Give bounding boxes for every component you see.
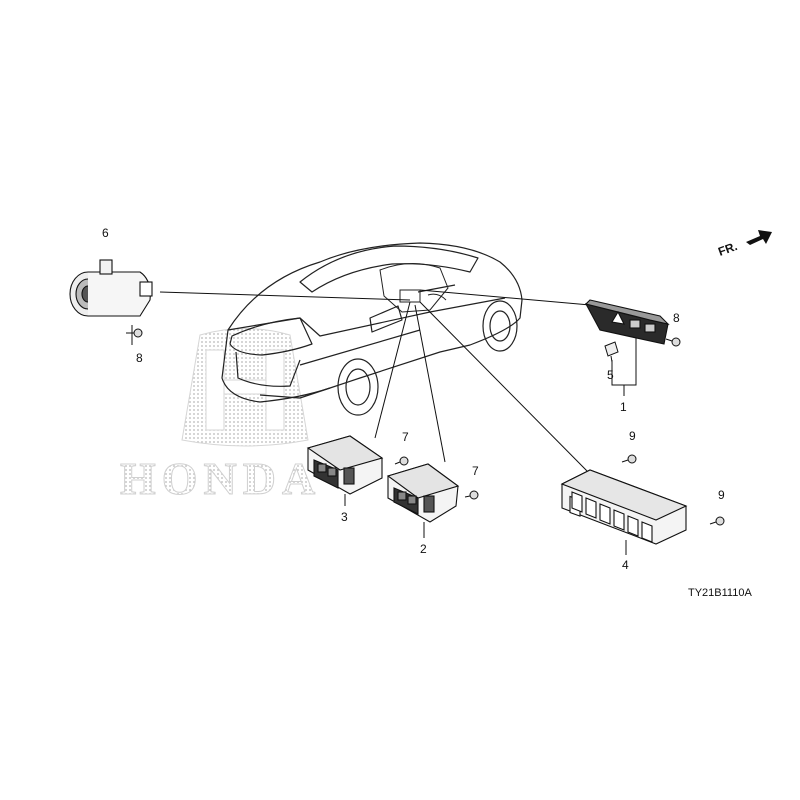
part-9-screw-a[interactable]	[621, 454, 637, 464]
callout-8-b: 8	[673, 311, 680, 325]
part-4-switch-bank[interactable]	[560, 469, 688, 545]
callout-3: 3	[341, 510, 348, 524]
callout-labels: 1 2 3 4 5 6 7 7 8 8 9 9	[102, 226, 725, 572]
part-2-seat-switch[interactable]	[386, 463, 460, 523]
part-8-screw-left[interactable]	[126, 328, 143, 338]
callout-5: 5	[607, 368, 614, 382]
part-7-screw-a[interactable]	[394, 456, 409, 466]
callout-6: 6	[102, 226, 109, 240]
part-3-seat-switch[interactable]	[306, 435, 384, 495]
part-1-switch-panel[interactable]	[584, 299, 670, 345]
part-6-sensor[interactable]	[69, 259, 153, 317]
callout-8-a: 8	[136, 351, 143, 365]
callout-9-b: 9	[718, 488, 725, 502]
callout-2: 2	[420, 542, 427, 556]
part-8-screw-right[interactable]	[665, 337, 681, 347]
honda-watermark: HONDA	[120, 328, 321, 505]
diagram-code: TY21B1110A	[688, 587, 752, 599]
front-direction-indicator: FR.	[716, 230, 772, 259]
callout-9-a: 9	[629, 429, 636, 443]
part-5-clip[interactable]	[604, 341, 619, 363]
part-7-screw-b[interactable]	[464, 490, 479, 500]
callout-7-b: 7	[472, 464, 479, 478]
part-9-screw-b[interactable]	[709, 516, 725, 526]
front-label: FR.	[716, 239, 739, 259]
honda-wordmark: HONDA	[120, 453, 321, 504]
callout-1: 1	[620, 400, 627, 414]
leader-lines	[131, 289, 637, 555]
callout-7-a: 7	[402, 430, 409, 444]
honda-logo-emblem	[181, 328, 309, 447]
front-arrow-icon	[746, 230, 772, 245]
callout-4: 4	[622, 558, 629, 572]
